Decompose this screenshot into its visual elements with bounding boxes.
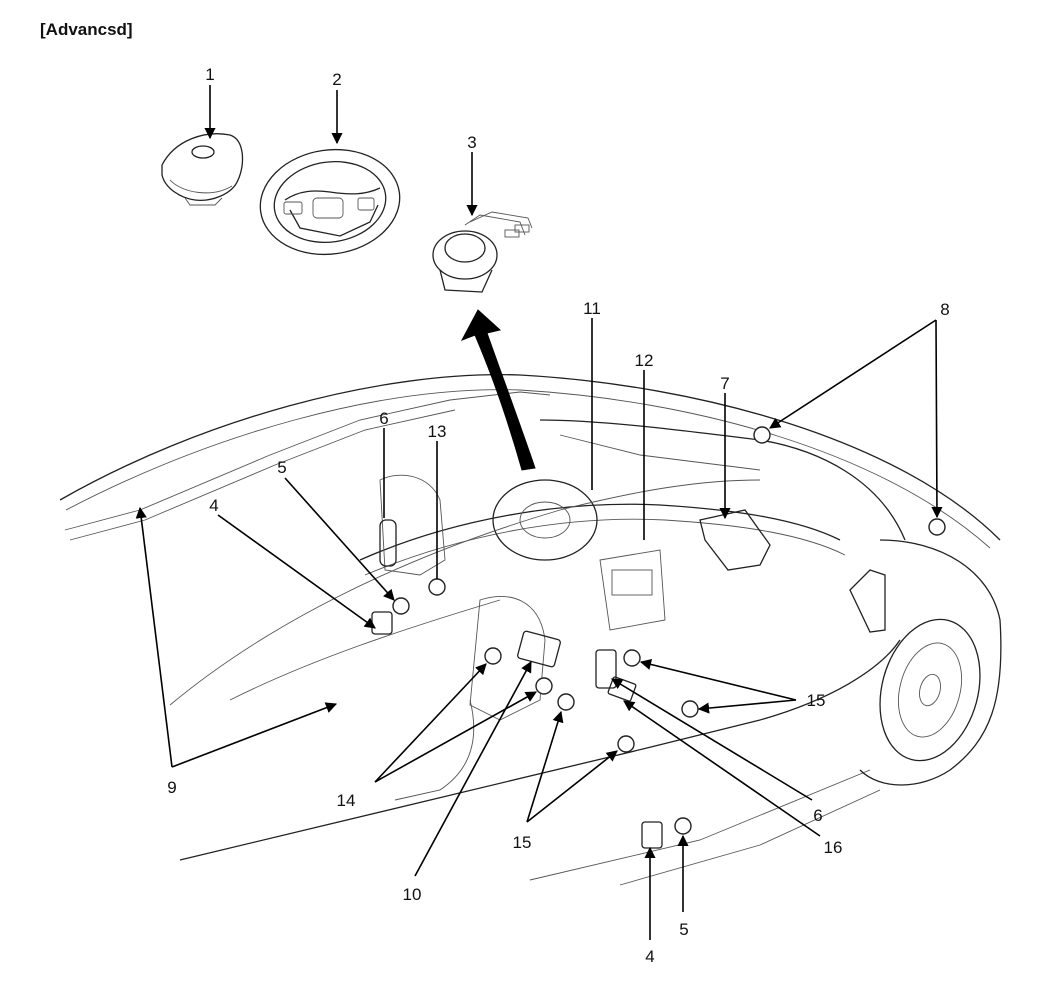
callout-10: 10 (403, 885, 422, 904)
vehicle-body (59, 374, 1002, 886)
callout-2: 2 (332, 70, 341, 89)
callout-9: 9 (167, 778, 176, 797)
callout-6a: 6 (379, 409, 388, 428)
exploded-view-arrow (460, 309, 536, 471)
marker-circle-15a (557, 693, 575, 711)
marker-circle-8a (753, 426, 771, 444)
marker-circle-5a (392, 597, 410, 615)
callout-7: 7 (720, 374, 729, 393)
callout-4b: 4 (645, 947, 654, 966)
leader-6b (611, 678, 813, 801)
driver-airbag-module (161, 133, 244, 206)
leader-8b (931, 319, 943, 519)
steering-wheel (259, 148, 401, 256)
marker-circle-15c (623, 649, 641, 667)
callout-5b: 5 (679, 920, 688, 939)
leader-14a (374, 663, 487, 783)
diagram-title: [Advancsd] (40, 20, 133, 39)
leader-15d (697, 699, 797, 714)
callout-11: 11 (583, 299, 601, 318)
marker-circle-14a (484, 647, 502, 665)
leader-15a (526, 710, 564, 823)
callout-13: 13 (428, 422, 447, 441)
leader-9a (135, 506, 173, 768)
side-airbag-6-left (379, 519, 397, 567)
side-airbag-sensor-4 (371, 611, 393, 635)
callout-15b: 15 (807, 691, 826, 710)
clock-spring (432, 211, 533, 293)
callout-12: 12 (635, 351, 654, 370)
callout-5a: 5 (277, 458, 286, 477)
leader-16 (623, 700, 821, 837)
marker-circle-13 (428, 578, 446, 596)
marker-circle-14b (535, 677, 553, 695)
callout-14: 14 (337, 791, 356, 810)
front-impact-sensor-4-lower (641, 821, 663, 849)
marker-circle-15d (681, 700, 699, 718)
sensor-6-right (595, 649, 617, 689)
passenger-airbag-7 (699, 509, 771, 571)
sensor-16 (607, 676, 637, 702)
callout-6b: 6 (813, 806, 822, 825)
callout-16: 16 (824, 838, 843, 857)
leader-14b (374, 691, 537, 783)
leader-4a (217, 514, 376, 629)
leader-15b (526, 750, 618, 823)
callout-15a: 15 (513, 833, 532, 852)
callout-3: 3 (467, 133, 476, 152)
callout-1: 1 (205, 65, 214, 84)
marker-circle-15b (617, 735, 635, 753)
marker-circle-5b (674, 817, 692, 835)
srs-control-module-10 (517, 630, 561, 668)
leader-8a (769, 319, 937, 429)
callout-8: 8 (940, 300, 949, 319)
leader-15c (639, 658, 797, 701)
leader-10 (414, 661, 532, 877)
marker-circle-8b (928, 518, 946, 536)
leader-5a (284, 477, 395, 601)
callout-4a: 4 (209, 496, 218, 515)
leader-9b (171, 702, 338, 768)
